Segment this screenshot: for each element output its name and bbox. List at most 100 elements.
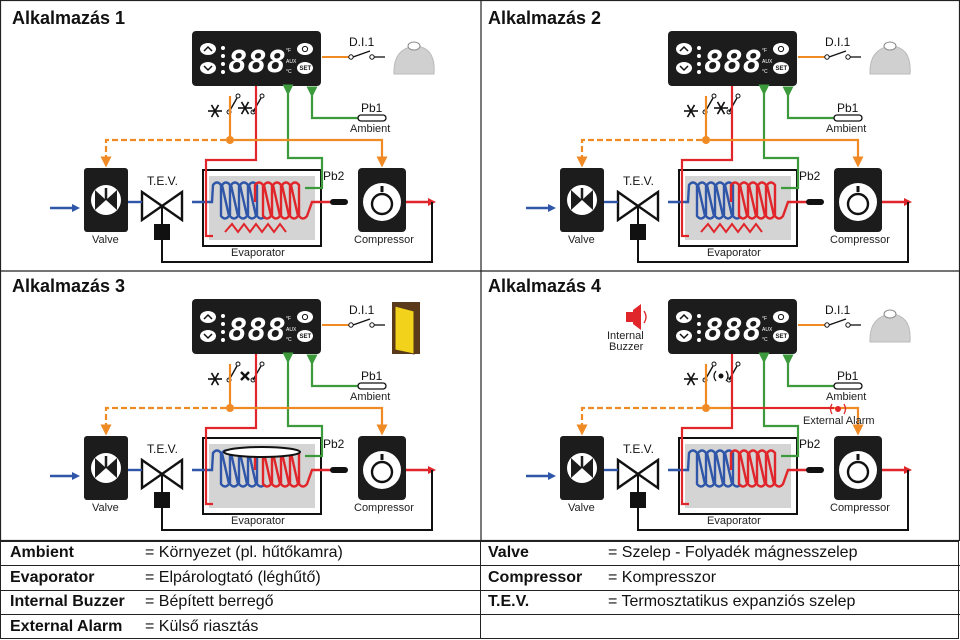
relay-contact <box>235 93 241 99</box>
red-coil <box>253 181 338 220</box>
unit-label: °F <box>762 48 767 54</box>
relay-contact <box>259 361 265 367</box>
legend-def: = Környezet (pl. hűtőkamra) <box>145 544 343 561</box>
snowflake-arm <box>210 104 220 118</box>
blue-coil <box>192 181 266 220</box>
unit-label: °C <box>286 69 292 75</box>
pb2-label: Pb2 <box>799 169 821 183</box>
chevron-down-icon <box>203 333 213 340</box>
switch-contact <box>845 322 851 328</box>
blue-coil <box>668 181 742 220</box>
di-label: D.I.1 <box>349 303 375 317</box>
valve-control-wire <box>576 406 702 436</box>
evaporator-label: Evaporator <box>707 247 761 259</box>
switch-contact <box>824 54 830 60</box>
compressor-control-wire <box>234 406 388 436</box>
set-button <box>773 330 789 342</box>
relay-contact <box>235 361 241 367</box>
buzzer-icon <box>626 312 633 322</box>
signal-wire <box>161 202 433 263</box>
legend-def: = Kompresszor <box>608 569 717 586</box>
status-icon <box>697 54 701 58</box>
pb2-wire <box>282 352 324 458</box>
up-button <box>200 43 216 55</box>
arrow-icon <box>72 472 80 480</box>
display-digits: 888 <box>704 45 762 80</box>
snowflake-arm <box>210 372 220 386</box>
pb2-probe <box>330 199 348 205</box>
legend-def: = Elpárologtató (léghűtő) <box>145 569 321 586</box>
switch-contact <box>845 54 851 60</box>
valve-control-wire <box>100 406 226 436</box>
compressor-disc <box>363 451 401 489</box>
set-button <box>297 62 313 74</box>
pb1-wire <box>782 354 836 388</box>
switch-lever <box>828 318 847 326</box>
status-icon <box>697 338 701 342</box>
legend-term: T.E.V. <box>488 593 530 610</box>
compressor-label: Compressor <box>354 234 414 246</box>
power-button <box>773 311 789 323</box>
up-button <box>200 311 216 323</box>
unit-label: °F <box>286 48 291 54</box>
compressor-icon <box>846 192 870 216</box>
compressor-control-wire <box>710 138 864 168</box>
pb1-label: Pb1 <box>837 101 859 115</box>
tev-bulb <box>154 224 170 240</box>
legend-def: = Külső riasztás <box>145 618 259 635</box>
unit-label: °F <box>286 316 291 322</box>
fan-blade-icon <box>240 371 250 381</box>
compressor-disc <box>839 183 877 221</box>
valve-label: Valve <box>568 502 595 514</box>
tev-label: T.E.V. <box>623 442 654 456</box>
snowflake-icon <box>684 372 698 386</box>
arrow-icon <box>72 204 80 212</box>
room-sensor-icon <box>883 41 897 51</box>
set-label: SET <box>776 334 788 340</box>
down-button <box>200 62 216 74</box>
junction-node <box>702 404 710 412</box>
compressor-label: Compressor <box>354 502 414 514</box>
junction-node <box>226 136 234 144</box>
legend-term: Internal Buzzer <box>10 593 125 610</box>
down-button <box>676 330 692 342</box>
pb2-label: Pb2 <box>323 437 345 451</box>
chevron-down-icon <box>203 65 213 72</box>
status-icon <box>221 70 225 74</box>
power-button <box>297 311 313 323</box>
internal-buzzer-label: Buzzer <box>609 341 644 353</box>
status-icon <box>697 46 701 50</box>
status-icon <box>697 62 701 66</box>
tev-icon <box>635 457 660 491</box>
snowflake-arm <box>686 104 696 118</box>
compressor-label: Compressor <box>830 234 890 246</box>
display-digits: 888 <box>704 313 762 348</box>
tev-icon <box>159 457 184 491</box>
unit-label: °F <box>762 316 767 322</box>
pb2-probe <box>330 467 348 473</box>
snowflake-icon <box>208 372 222 386</box>
set-label: SET <box>300 66 312 72</box>
switch-contact <box>348 54 354 60</box>
snowflake-arm <box>686 372 696 386</box>
aux-label: AUX <box>762 327 773 333</box>
tev-label: T.E.V. <box>147 442 178 456</box>
switch-contact <box>824 322 830 328</box>
power-icon <box>777 313 785 321</box>
set-button <box>773 62 789 74</box>
down-button <box>200 330 216 342</box>
evaporator-label: Evaporator <box>707 515 761 527</box>
pb2-probe <box>806 199 824 205</box>
evaporator-label: Evaporator <box>231 247 285 259</box>
chevron-up-icon <box>203 313 213 320</box>
legend-term: Ambient <box>10 544 74 561</box>
snowflake-icon <box>714 101 728 115</box>
down-button <box>676 62 692 74</box>
legend-row-internal-buzzer: Internal Buzzer = Bépített berregő <box>10 590 274 614</box>
legend-def: = Bépített berregő <box>145 593 274 610</box>
